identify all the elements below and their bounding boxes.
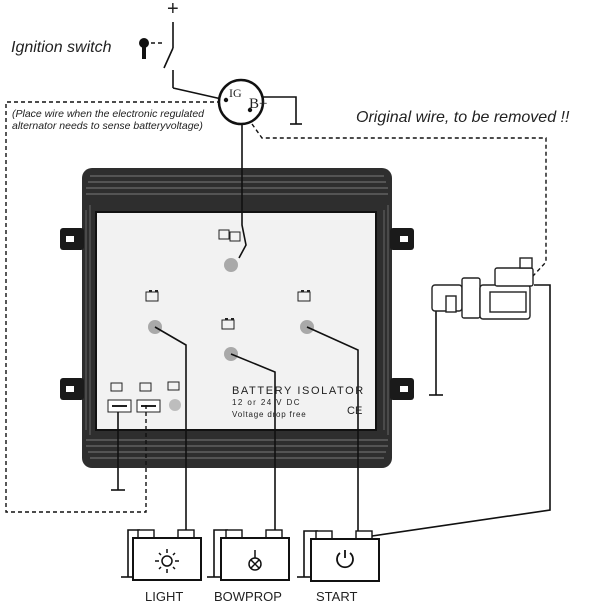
ignition-key-icon <box>139 38 149 59</box>
propeller-icon <box>248 550 262 571</box>
engine-icon <box>336 550 354 569</box>
connector-block <box>107 381 181 413</box>
battery-label-start: START <box>316 589 358 604</box>
alternator-ig-label: IG <box>229 86 242 100</box>
isolator-drop: Voltage drop free <box>232 410 307 419</box>
battery-label-light: LIGHT <box>145 589 184 604</box>
wires <box>111 22 551 578</box>
alternator-bplus-label: B+ <box>249 96 268 112</box>
isolator-voltage: 12 or 24 V DC <box>232 398 301 407</box>
isolator-title: BATTERY ISOLATOR <box>232 385 365 397</box>
battery-light <box>132 529 202 581</box>
supply-plus-label: + <box>167 0 179 20</box>
original-wire-label: Original wire, to be removed !! <box>356 109 570 126</box>
battery-start <box>310 530 380 582</box>
sense-wire-note: (Place wire when the electronic regulate… <box>12 108 205 132</box>
alternator-input-terminal <box>218 229 241 272</box>
starter-motor <box>431 257 534 320</box>
lamp-icon <box>155 549 179 573</box>
dashed-wires <box>5 42 547 513</box>
isolator-housing <box>60 168 414 468</box>
ignition-switch-label: Ignition switch <box>11 39 112 56</box>
battery-bowprop <box>220 529 290 581</box>
alternator-symbol <box>217 78 265 126</box>
ce-mark: CE <box>347 405 363 417</box>
battery-label-bowprop: BOWPROP <box>214 589 282 604</box>
